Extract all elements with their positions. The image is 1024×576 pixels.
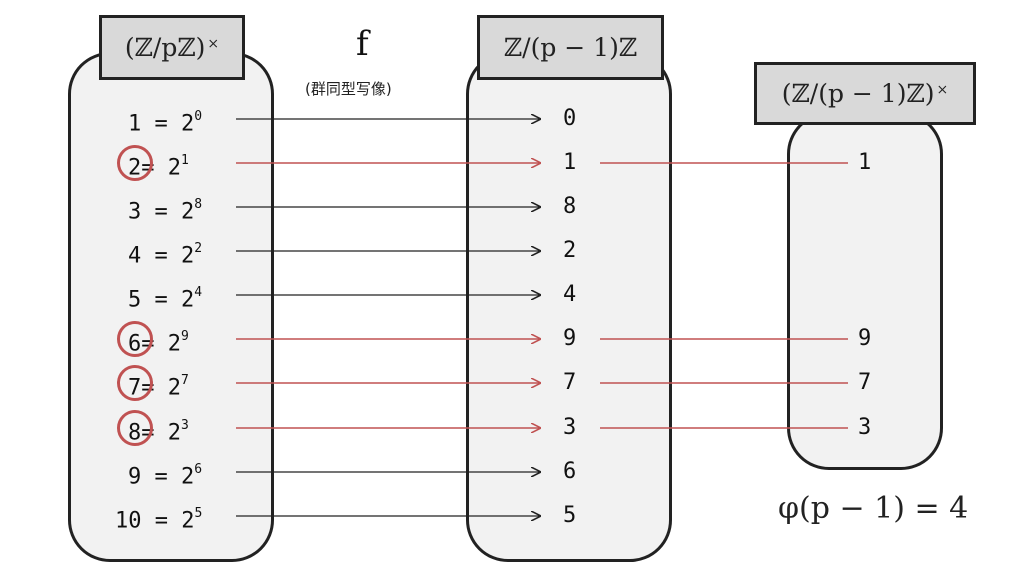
image-value: 4: [563, 282, 577, 307]
exponent: 6: [194, 462, 203, 477]
domain-set-label: (ℤ/pℤ)×: [99, 15, 245, 80]
image-value: 8: [563, 194, 577, 219]
right-set-label: (ℤ/(p − 1)ℤ)×: [754, 62, 976, 125]
domain-set-label-sup: ×: [207, 35, 220, 52]
image-value: 9: [563, 326, 577, 351]
domain-column: [68, 52, 274, 562]
middle-set-label: ℤ/(p − 1)ℤ: [477, 15, 664, 80]
exponent: 1: [181, 153, 189, 168]
totient-label: φ(p − 1) = 4: [778, 491, 969, 526]
power-expression: = 2: [141, 287, 195, 313]
domain-row-4: 4 = 22: [128, 236, 202, 271]
domain-row-5: 5 = 24: [128, 280, 202, 315]
exponent: 9: [181, 329, 189, 344]
exponent: 4: [194, 285, 203, 300]
domain-element: 4: [128, 243, 142, 269]
image-value: 3: [563, 415, 577, 440]
domain-element: 1: [128, 111, 142, 137]
power-expression: = 2: [141, 199, 195, 225]
power-expression: = 2: [141, 111, 195, 137]
image-value: 0: [563, 106, 577, 131]
generator-circle: [117, 145, 153, 181]
right-set-label-sup: ×: [936, 81, 949, 98]
power-expression: = 2: [141, 508, 195, 534]
unit-value: 7: [858, 370, 872, 395]
map-name: f: [356, 24, 369, 64]
domain-element: 3: [128, 199, 142, 225]
domain-element: 10: [115, 508, 142, 534]
unit-value: 9: [858, 326, 872, 351]
image-value: 6: [563, 459, 577, 484]
generator-circle: [117, 365, 153, 401]
domain-row-9: 9 = 26: [128, 457, 202, 492]
image-value: 7: [563, 370, 577, 395]
unit-value: 3: [858, 415, 872, 440]
image-value: 2: [563, 238, 577, 263]
image-value: 5: [563, 503, 577, 528]
generator-circle: [117, 321, 153, 357]
exponent: 8: [194, 197, 203, 212]
right-column: [787, 112, 943, 470]
unit-value: 1: [858, 150, 872, 175]
map-subtitle: (群同型写像): [305, 80, 392, 98]
domain-row-10: 10 = 25: [115, 501, 202, 536]
domain-row-3: 3 = 28: [128, 192, 202, 227]
exponent: 7: [181, 373, 189, 388]
domain-set-label-text: (ℤ/pℤ): [124, 33, 206, 62]
image-value: 1: [563, 150, 577, 175]
power-expression: = 2: [141, 243, 195, 269]
middle-set-label-text: ℤ/(p − 1)ℤ: [503, 33, 638, 62]
domain-element: 9: [128, 464, 142, 490]
power-expression: = 2: [141, 464, 195, 490]
generator-circle: [117, 410, 153, 446]
right-set-label-text: (ℤ/(p − 1)ℤ): [781, 79, 935, 108]
exponent: 5: [194, 506, 203, 521]
exponent: 3: [181, 418, 189, 433]
domain-row-1: 1 = 20: [128, 104, 202, 139]
middle-column: [466, 52, 672, 562]
exponent: 0: [194, 109, 203, 124]
domain-element: 5: [128, 287, 142, 313]
exponent: 2: [194, 241, 203, 256]
